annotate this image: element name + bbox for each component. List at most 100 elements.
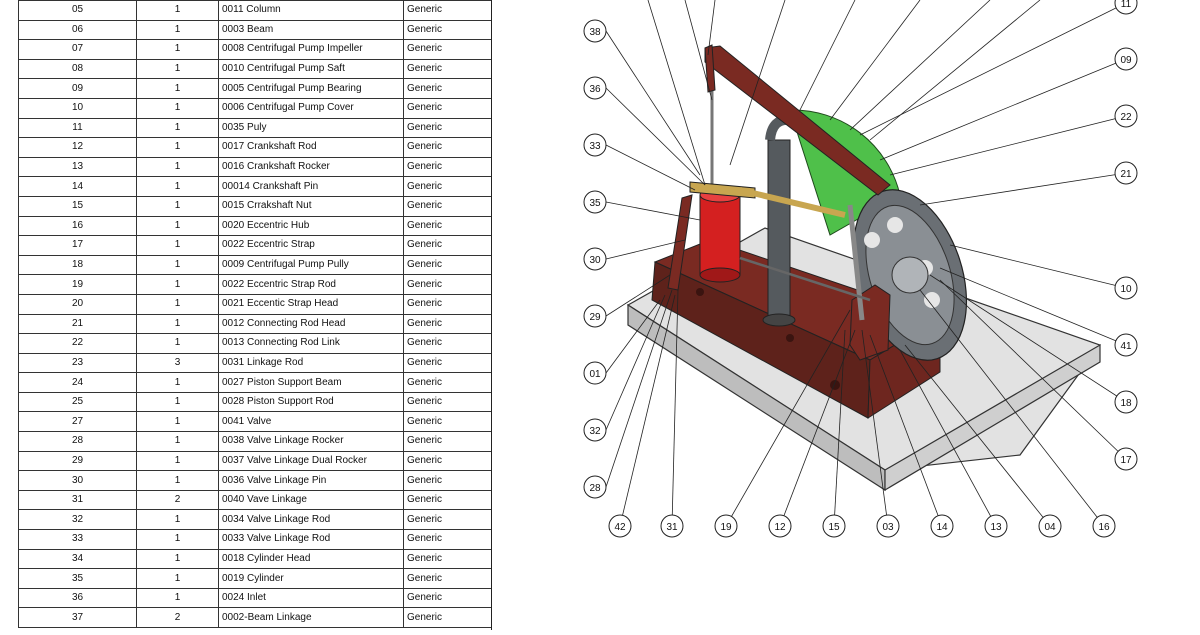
eccentric-strap-rod xyxy=(739,256,871,302)
part-number-cell: 0008 Centrifugal Pump Impeller xyxy=(218,39,404,60)
item-number-cell: 36 xyxy=(18,587,137,609)
callout-21: 21 xyxy=(1114,161,1138,185)
quantity-cell: 1 xyxy=(136,587,219,609)
part-number-cell: 0041 Valve xyxy=(218,411,404,433)
callout-18: 18 xyxy=(1114,390,1138,414)
quantity-cell: 1 xyxy=(136,293,219,315)
description-cell: Generic xyxy=(403,509,491,531)
callout-15: 15 xyxy=(822,514,846,538)
part-number-cell: 0005 Centrifugal Pump Bearing xyxy=(218,78,404,99)
callout-38: 38 xyxy=(583,19,607,43)
quantity-cell: 1 xyxy=(136,176,219,197)
svg-text:38: 38 xyxy=(589,27,601,38)
description-cell: Generic xyxy=(403,176,491,197)
part-number-cell: 0002-Beam Linkage xyxy=(218,607,404,628)
description-cell: Generic xyxy=(403,78,491,99)
quantity-cell: 3 xyxy=(136,352,219,374)
description-cell: Generic xyxy=(403,352,491,374)
part-number-cell: 0017 Crankshaft Rod xyxy=(218,137,404,158)
part-number-cell: 0028 Piston Support Rod xyxy=(218,391,404,413)
svg-text:29: 29 xyxy=(589,312,601,323)
description-cell: Generic xyxy=(403,39,491,60)
part-number-cell: 0021 Eccentic Strap Head xyxy=(218,293,404,315)
description-cell: Generic xyxy=(403,431,491,452)
item-number-cell: 17 xyxy=(18,235,137,256)
description-cell: Generic xyxy=(403,0,491,21)
beam-linkage xyxy=(704,44,716,93)
item-number-cell: 14 xyxy=(18,176,137,197)
part-number-cell: 0040 Vave Linkage xyxy=(218,489,404,511)
description-cell: Generic xyxy=(403,117,491,139)
walking-beam xyxy=(704,45,891,196)
quantity-cell: 1 xyxy=(136,411,219,433)
quantity-cell: 1 xyxy=(136,391,219,413)
callout-19: 19 xyxy=(714,514,738,538)
beam-engine-drawing: 38 36 33 35 30 29 01 32 28 42 31 19 12 1… xyxy=(583,0,1138,538)
part-number-cell: 0011 Column xyxy=(218,0,404,21)
quantity-cell: 1 xyxy=(136,235,219,256)
item-number-cell: 13 xyxy=(18,156,137,178)
svg-text:10: 10 xyxy=(1120,284,1132,295)
svg-text:09: 09 xyxy=(1120,55,1132,66)
svg-text:16: 16 xyxy=(1098,522,1110,533)
svg-text:13: 13 xyxy=(990,522,1002,533)
callout-42: 42 xyxy=(608,514,632,538)
part-number-cell: 00014 Crankshaft Pin xyxy=(218,176,404,197)
svg-text:15: 15 xyxy=(828,522,840,533)
part-number-cell: 0033 Valve Linkage Rod xyxy=(218,529,404,550)
quantity-cell: 1 xyxy=(136,313,219,335)
callout-11: 11 xyxy=(1114,0,1138,15)
callout-12: 12 xyxy=(768,514,792,538)
description-cell: Generic xyxy=(403,97,491,119)
quantity-cell: 1 xyxy=(136,97,219,119)
connecting-rod xyxy=(847,204,865,321)
cylinder-head-bar xyxy=(689,181,756,199)
item-number-cell: 21 xyxy=(18,313,137,335)
callout-29: 29 xyxy=(583,304,607,328)
quantity-cell: 1 xyxy=(136,78,219,99)
svg-text:35: 35 xyxy=(589,198,601,209)
svg-text:32: 32 xyxy=(589,426,601,437)
item-number-cell: 22 xyxy=(18,333,137,354)
callout-28: 28 xyxy=(583,475,607,499)
svg-text:17: 17 xyxy=(1120,455,1132,466)
svg-text:14: 14 xyxy=(936,522,948,533)
callout-32: 32 xyxy=(583,418,607,442)
part-number-cell: 0012 Connecting Rod Head xyxy=(218,313,404,335)
assembly-diagram: 38 36 33 35 30 29 01 32 28 42 31 19 12 1… xyxy=(500,0,1200,630)
item-number-cell: 32 xyxy=(18,509,137,531)
svg-text:42: 42 xyxy=(614,522,626,533)
description-cell: Generic xyxy=(403,372,491,393)
callout-09: 09 xyxy=(1114,47,1138,71)
part-number-cell: 0037 Valve Linkage Dual Rocker xyxy=(218,450,404,472)
quantity-cell: 1 xyxy=(136,117,219,139)
description-cell: Generic xyxy=(403,391,491,413)
callout-22: 22 xyxy=(1114,104,1138,128)
callout-17: 17 xyxy=(1114,447,1138,471)
description-cell: Generic xyxy=(403,235,491,256)
